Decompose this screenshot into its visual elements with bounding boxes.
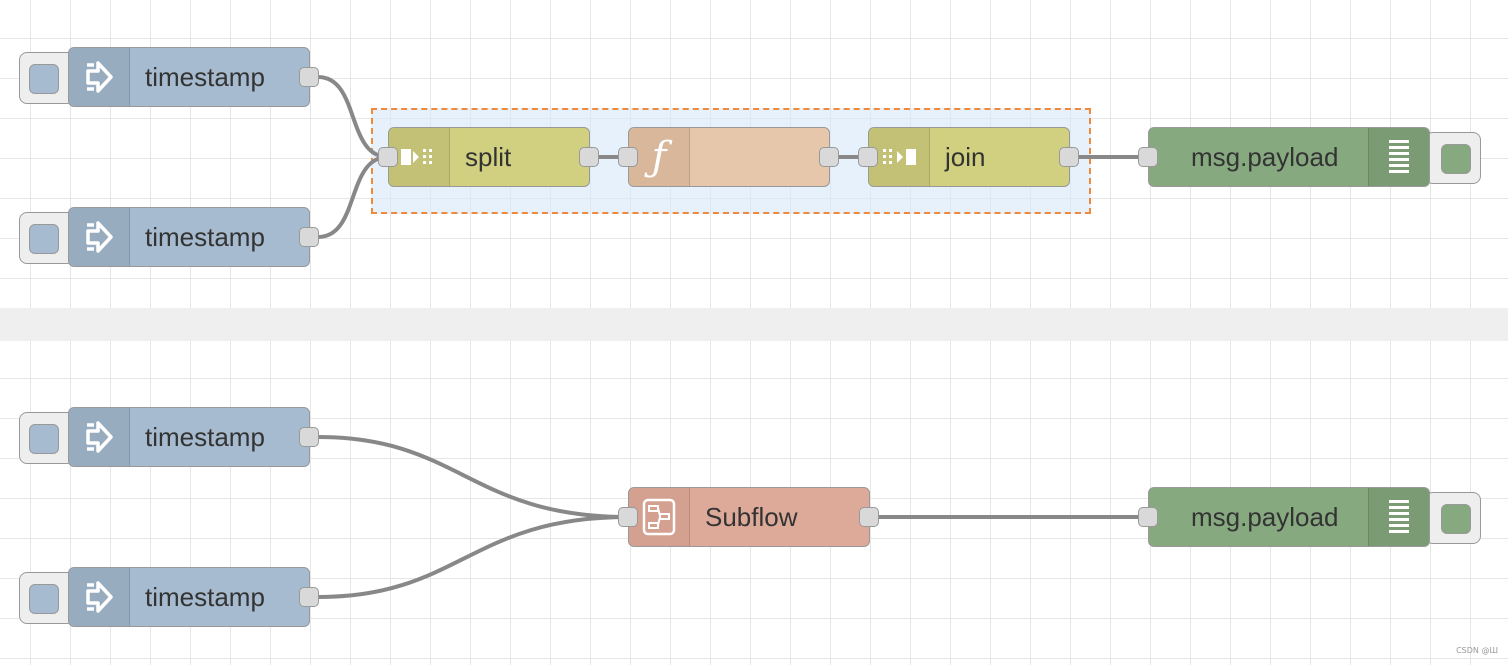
split-icon	[389, 128, 450, 186]
output-port[interactable]	[299, 67, 319, 87]
debug-list-icon	[1368, 128, 1429, 186]
debug-list-icon	[1368, 488, 1429, 546]
output-port[interactable]	[299, 227, 319, 247]
input-port[interactable]	[858, 147, 878, 167]
node-label: Subflow	[705, 502, 798, 532]
output-port[interactable]	[819, 147, 839, 167]
node-label: msg.payload	[1191, 502, 1339, 532]
debug-toggle-button[interactable]	[1425, 132, 1481, 184]
join-node[interactable]: join	[868, 127, 1070, 187]
output-port[interactable]	[859, 507, 879, 527]
wire-inject1-split	[317, 75, 389, 159]
node-label: timestamp	[145, 582, 265, 612]
input-port[interactable]	[1138, 147, 1158, 167]
arrow-in-icon	[69, 568, 130, 626]
arrow-in-icon	[69, 208, 130, 266]
debug-node-1[interactable]: msg.payload	[1148, 127, 1430, 187]
input-port[interactable]	[618, 507, 638, 527]
inject-trigger-button[interactable]	[19, 212, 75, 264]
node-label: split	[465, 142, 512, 172]
output-port[interactable]	[299, 427, 319, 447]
inject-node-2[interactable]: timestamp	[68, 207, 310, 267]
wire-inject2-split	[317, 155, 389, 239]
wire-inject4-subflow	[317, 515, 629, 599]
output-port[interactable]	[1059, 147, 1079, 167]
debug-node-2[interactable]: msg.payload	[1148, 487, 1430, 547]
node-label: timestamp	[145, 222, 265, 252]
canvas-divider	[0, 308, 1508, 341]
node-label: timestamp	[145, 62, 265, 92]
input-port[interactable]	[618, 147, 638, 167]
node-label: join	[945, 142, 986, 172]
debug-toggle-button[interactable]	[1425, 492, 1481, 544]
function-node[interactable]: ƒ	[628, 127, 830, 187]
join-icon	[869, 128, 930, 186]
inject-node-4[interactable]: timestamp	[68, 567, 310, 627]
watermark: CSDN @Ш	[1456, 646, 1498, 655]
input-port[interactable]	[1138, 507, 1158, 527]
inject-trigger-button[interactable]	[19, 52, 75, 104]
wire-inject3-subflow	[317, 435, 629, 519]
inject-trigger-button[interactable]	[19, 412, 75, 464]
output-port[interactable]	[299, 587, 319, 607]
split-node[interactable]: split	[388, 127, 590, 187]
inject-node-3[interactable]: timestamp	[68, 407, 310, 467]
function-icon: ƒ	[629, 128, 690, 186]
arrow-in-icon	[69, 48, 130, 106]
inject-node-1[interactable]: timestamp	[68, 47, 310, 107]
subflow-node[interactable]: Subflow	[628, 487, 870, 547]
node-label: timestamp	[145, 422, 265, 452]
node-label: msg.payload	[1191, 142, 1339, 172]
output-port[interactable]	[579, 147, 599, 167]
arrow-in-icon	[69, 408, 130, 466]
input-port[interactable]	[378, 147, 398, 167]
subflow-icon	[629, 488, 690, 546]
inject-trigger-button[interactable]	[19, 572, 75, 624]
